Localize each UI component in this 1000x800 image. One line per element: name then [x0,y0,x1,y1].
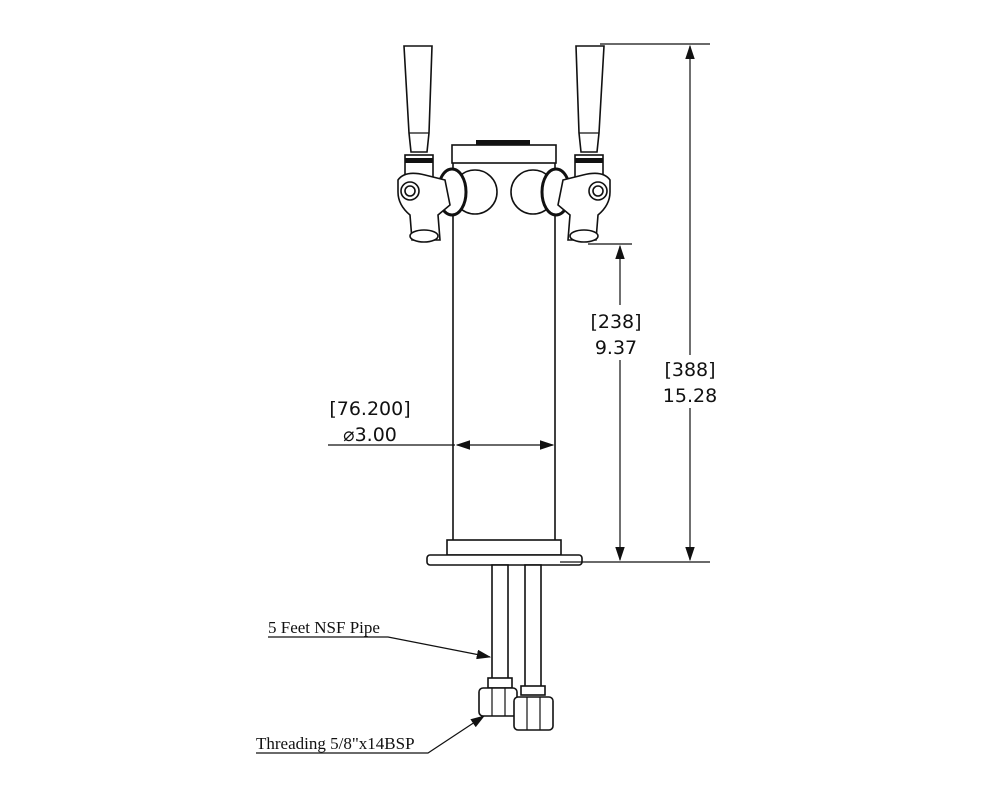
diameter-metric: [76.200] [329,398,410,420]
pipe-callout: 5 Feet NSF Pipe [268,618,492,660]
pipe-callout-label: 5 Feet NSF Pipe [268,618,380,637]
tap-height-imperial: 9.37 [595,337,637,359]
left-faucet [397,45,498,243]
nsf-pipes [478,564,554,731]
overall-height-imperial: 15.28 [663,385,717,407]
threading-callout-label: Threading 5/8"x14BSP [256,734,415,753]
diameter-imperial: ⌀3.00 [343,424,397,446]
overall-height-dimension: [388] 15.28 [560,43,717,563]
right-faucet [510,45,611,243]
overall-height-metric: [388] [664,359,715,381]
diameter-dimension: [76.200] ⌀3.00 [328,398,555,450]
threading-callout: Threading 5/8"x14BSP [256,715,486,754]
tower-column [426,140,583,566]
tap-height-dimension: [238] 9.37 [588,243,642,562]
tap-height-metric: [238] [590,311,641,333]
